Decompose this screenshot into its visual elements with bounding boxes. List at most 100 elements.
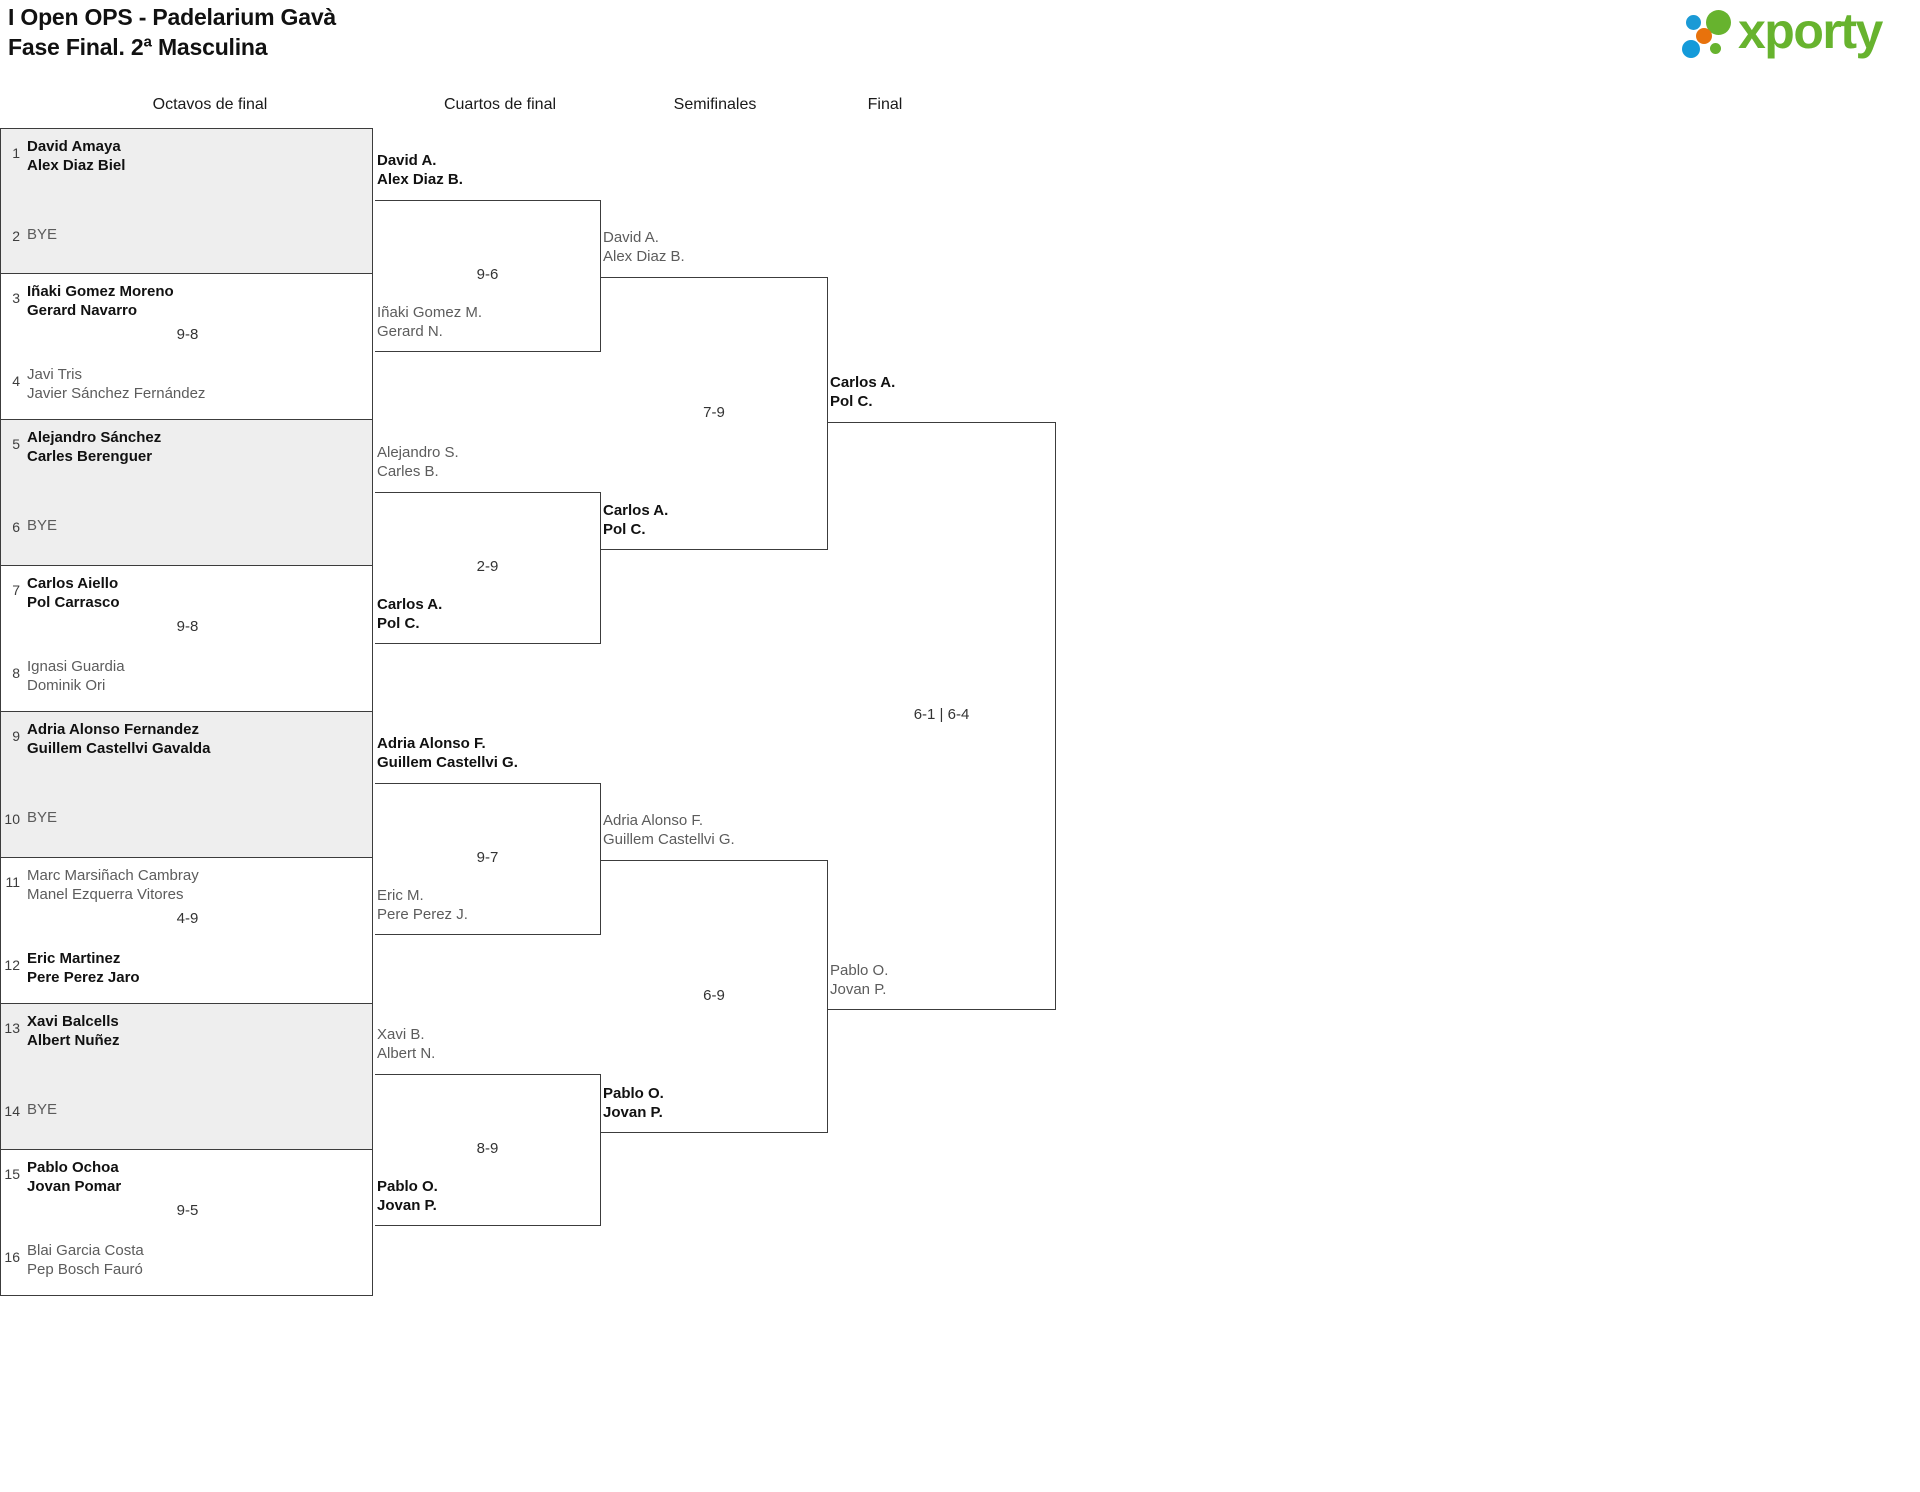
cuartos-entrant-top[interactable]: Adria Alonso F. Guillem Castellvi G.	[377, 734, 518, 772]
seed-number: 3	[12, 290, 20, 306]
seed-number: 2	[12, 228, 20, 244]
player-name: Pablo O.	[830, 962, 889, 979]
xporty-logo: xporty	[1680, 3, 1910, 62]
semifinal-entrant-bottom[interactable]: Carlos A.Pol C.	[603, 501, 668, 539]
final-entrant-bottom[interactable]: Pablo O.Jovan P.	[830, 961, 888, 999]
cuartos-entrant-top[interactable]: Xavi B.Albert N.	[377, 1025, 435, 1063]
player-name: Alex Diaz B.	[603, 248, 685, 265]
round-header-octavos: Octavos de final	[152, 96, 268, 113]
player-name: Jovan P.	[377, 1197, 437, 1214]
cuartos-entrant-bottom[interactable]: Carlos A.Pol C.	[377, 595, 442, 633]
match-score: 4-9	[176, 910, 199, 927]
player-name: Adria Alonso F.	[377, 735, 486, 752]
player-name: David A.	[377, 152, 437, 169]
semifinal-entrant-bottom[interactable]: Pablo O.Jovan P.	[603, 1084, 664, 1122]
match-score: 6-1 | 6-4	[913, 706, 970, 723]
final-entrant-top[interactable]: Carlos A.Pol C.	[830, 373, 895, 411]
octavos-entrant-bottom[interactable]: 2 BYE	[1, 217, 374, 244]
match-score: 9-7	[476, 849, 499, 866]
player-name: David Amaya	[27, 138, 121, 155]
player-name: Alejandro Sánchez	[27, 429, 162, 446]
seed-number: 11	[5, 874, 20, 890]
seed-number: 1	[12, 145, 20, 161]
semifinal-bracket-box[interactable]: 7-9	[601, 277, 828, 550]
cuartos-bracket-box[interactable]: 8-9	[375, 1074, 601, 1226]
player-name: Carlos Aiello	[27, 575, 119, 592]
entrant-names: BYE	[27, 508, 57, 535]
tournament-name: I Open OPS - Padelarium Gavà	[8, 4, 337, 30]
round-header-final: Final	[867, 96, 903, 113]
cuartos-bracket-box[interactable]: 2-9	[375, 492, 601, 644]
seed-number: 6	[12, 519, 20, 535]
cuartos-entrant-bottom[interactable]: Eric M.Pere Perez J.	[377, 886, 468, 924]
player-name: Carles B.	[377, 463, 439, 480]
player-name: Pol C.	[830, 393, 873, 410]
player-name: Guillem Castellvi G.	[377, 754, 518, 771]
tournament-phase: Fase Final. 2ª Masculina	[8, 34, 268, 60]
cuartos-bracket-box[interactable]: 9-7	[375, 783, 601, 935]
player-name: BYE	[27, 1101, 58, 1118]
match-score: 9-6	[476, 266, 499, 283]
player-name: Alex Diaz B.	[377, 171, 463, 188]
player-name: Pep Bosch Fauró	[27, 1261, 143, 1278]
semifinal-bracket-box[interactable]: 6-9	[601, 860, 828, 1133]
octavos-entrant-bottom[interactable]: 6 BYE	[1, 508, 374, 535]
cuartos-bracket-box[interactable]: 9-6	[375, 200, 601, 352]
final-bracket-box[interactable]: 6-1 | 6-4	[828, 422, 1056, 1010]
cuartos-entrant-bottom[interactable]: Pablo O.Jovan P.	[377, 1177, 438, 1215]
round-header-semifinales: Semifinales	[673, 96, 757, 113]
semifinal-entrant-top[interactable]: David A.Alex Diaz B.	[603, 228, 685, 266]
player-name: Javier Sánchez Fernández	[27, 385, 206, 402]
player-name: Eric M.	[377, 887, 424, 904]
seed-number: 4	[12, 373, 20, 389]
player-name: BYE	[27, 226, 58, 243]
octavos-entrant-bottom[interactable]: 10 BYE	[1, 800, 374, 827]
player-name: Ignasi Guardia	[27, 658, 125, 675]
match-score: 9-5	[176, 1202, 199, 1219]
cuartos-entrant-top[interactable]: Alejandro S.Carles B.	[377, 443, 459, 481]
player-name: BYE	[27, 517, 58, 534]
semifinal-entrant-top[interactable]: Adria Alonso F.Guillem Castellvi G.	[603, 811, 735, 849]
seed-number: 10	[4, 811, 20, 827]
page-header: I Open OPS - Padelarium Gavà Fase Final.…	[0, 0, 1920, 76]
player-name: Adria Alonso F.	[603, 812, 704, 829]
player-name: Gerard N.	[377, 323, 443, 340]
cuartos-entrant-bottom[interactable]: Iñaki Gomez M.Gerard N.	[377, 303, 482, 341]
entrant-names: BYE	[27, 1092, 57, 1119]
logo-dot-green-small	[1710, 43, 1721, 54]
match-score: 7-9	[703, 403, 725, 421]
player-name: BYE	[27, 809, 58, 826]
entrant-names: BYE	[27, 217, 57, 244]
player-name: Gerard Navarro	[27, 302, 138, 319]
xporty-wordmark: xporty	[1738, 3, 1883, 59]
cuartos-entrant-top[interactable]: David A. Alex Diaz B.	[377, 151, 463, 189]
player-name: Carlos A.	[603, 502, 669, 519]
player-name: Xavi B.	[377, 1026, 425, 1043]
